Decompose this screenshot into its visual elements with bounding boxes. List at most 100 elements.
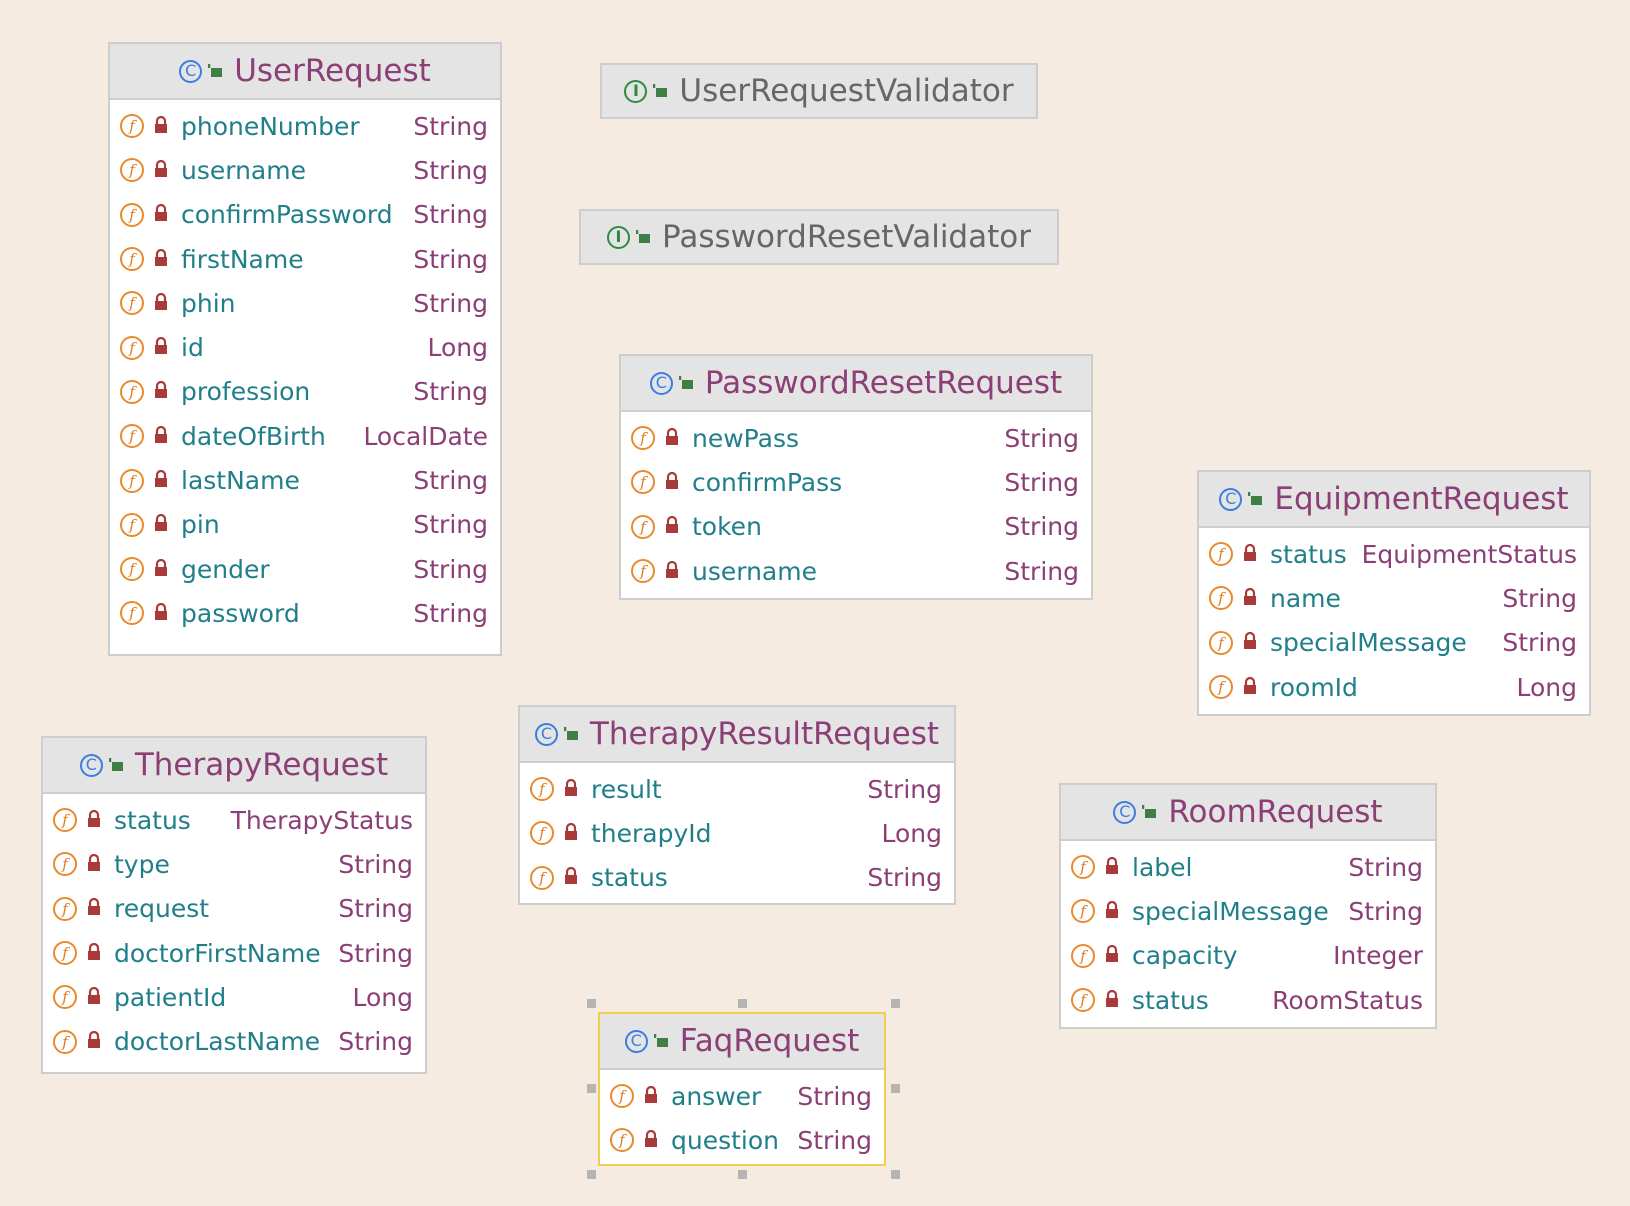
resize-handle-top[interactable] — [738, 999, 747, 1008]
private-lock-icon — [87, 942, 101, 964]
field-type: String — [1004, 423, 1079, 453]
private-lock-icon — [1105, 856, 1119, 878]
private-lock-icon — [154, 115, 168, 137]
field-type: String — [797, 1081, 872, 1111]
resize-handle-bottom[interactable] — [738, 1170, 747, 1179]
field-icon: f — [631, 470, 655, 495]
field-icon: f — [120, 114, 144, 139]
field-icon: f — [53, 1029, 77, 1054]
class-header[interactable]: C UserRequest — [110, 44, 500, 100]
resize-handle-top-left[interactable] — [587, 999, 596, 1008]
class-icon: C — [624, 1029, 648, 1053]
uml-interface-userrequestvalidator[interactable]: I UserRequestValidator — [600, 63, 1038, 119]
private-lock-icon — [665, 427, 679, 449]
class-header[interactable]: C FaqRequest — [600, 1014, 884, 1070]
field-type: Long — [881, 818, 943, 848]
class-header[interactable]: C PasswordResetRequest — [621, 356, 1091, 412]
field-name: capacity — [1132, 941, 1238, 971]
field-name: token — [692, 512, 762, 542]
field-type: String — [1348, 896, 1423, 926]
field-name: doctorLastName — [114, 1027, 321, 1057]
resize-handle-bottom-left[interactable] — [587, 1170, 596, 1179]
field-icon: f — [53, 852, 77, 877]
public-access-icon — [563, 724, 578, 745]
field-name: status — [114, 805, 191, 835]
field-icon: f — [120, 291, 144, 316]
field-icon: f — [120, 424, 144, 449]
uml-interface-passwordresetvalidator[interactable]: I PasswordResetValidator — [579, 209, 1059, 265]
class-header[interactable]: C RoomRequest — [1061, 785, 1435, 841]
field-icon: f — [1209, 630, 1233, 655]
field-icon: f — [53, 896, 77, 921]
field-icon: f — [530, 777, 554, 802]
field-type: String — [1004, 512, 1079, 542]
private-lock-icon — [87, 1031, 101, 1052]
private-lock-icon — [154, 558, 168, 580]
interface-header[interactable]: I UserRequestValidator — [602, 65, 1036, 117]
class-header[interactable]: C EquipmentRequest — [1199, 472, 1589, 528]
field-icon: f — [610, 1084, 634, 1109]
interface-name: UserRequestValidator — [679, 73, 1014, 109]
resize-handle-top-right[interactable] — [891, 999, 900, 1008]
private-lock-icon — [564, 822, 578, 844]
class-name: UserRequest — [234, 53, 431, 89]
field-name: pin — [181, 510, 220, 540]
resize-handle-left[interactable] — [587, 1084, 596, 1093]
field-name: specialMessage — [1270, 628, 1467, 658]
field-icon: f — [120, 158, 144, 183]
private-lock-icon — [564, 867, 578, 888]
private-lock-icon — [154, 204, 168, 225]
field-type: String — [413, 155, 488, 185]
class-header[interactable]: C TherapyRequest — [43, 738, 425, 794]
field-icon: f — [120, 557, 144, 582]
field-name: id — [181, 333, 204, 363]
class-header[interactable]: C TherapyResultRequest — [520, 707, 954, 763]
class-icon: C — [79, 753, 103, 777]
resize-handle-bottom-right[interactable] — [891, 1170, 900, 1179]
interface-header[interactable]: I PasswordResetValidator — [581, 211, 1057, 263]
resize-handle-right[interactable] — [891, 1084, 900, 1093]
